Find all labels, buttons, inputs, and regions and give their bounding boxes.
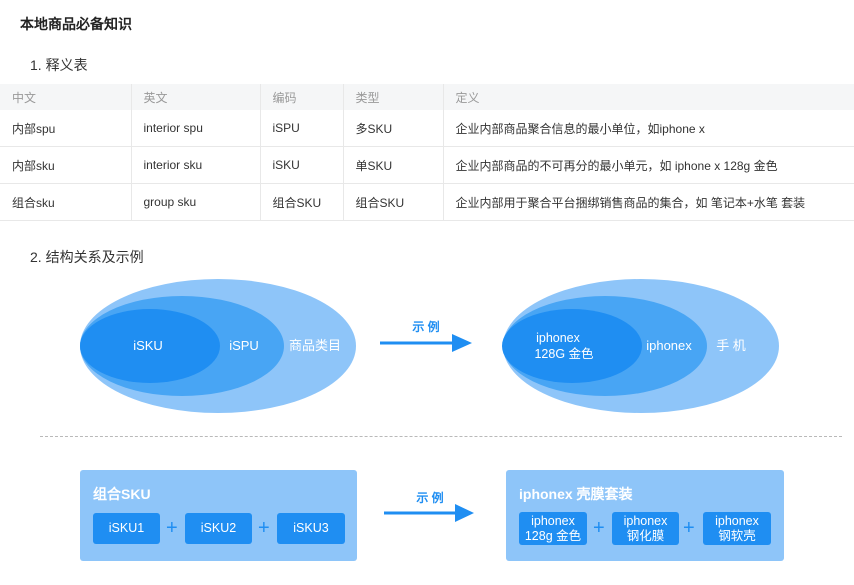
- cell-chinese: 内部spu: [0, 110, 131, 147]
- plus-icon: +: [258, 517, 270, 539]
- cell-type: 组合SKU: [342, 183, 443, 221]
- chip-line: iphonex: [531, 513, 575, 528]
- iphonex-film-chip: iphonex 钢化膜: [612, 512, 679, 545]
- arrow-top-label: 示 例: [411, 319, 439, 334]
- header-english: 英文: [130, 84, 260, 110]
- venn-right: iphonex 128G 金色 iphonex 手 机: [502, 279, 779, 413]
- venn-left-inner-label: iSKU: [133, 338, 163, 353]
- header-chinese: 中文: [0, 84, 131, 110]
- arrow-top: 示 例: [380, 319, 472, 352]
- iphonex-case-chip: iphonex 钢软壳: [703, 512, 771, 545]
- dashed-divider: [40, 436, 842, 437]
- chip-line: 钢软壳: [718, 528, 756, 543]
- isku2-chip: iSKU2: [185, 513, 252, 544]
- arrow-right-icon: [455, 504, 474, 522]
- chip-line: iphonex: [715, 513, 759, 528]
- table-row: 内部spu interior spu iSPU 多SKU 企业内部商品聚合信息的…: [0, 110, 854, 147]
- chip-line: iphonex: [623, 513, 668, 528]
- chip-line: 钢化膜: [626, 528, 665, 543]
- cell-chinese: 内部sku: [0, 146, 131, 184]
- venn-right-middle-label: iphonex: [646, 338, 692, 353]
- combo-sku-title: 组合SKU: [93, 486, 151, 502]
- table-header-row: 中文 英文 编码 类型 定义: [0, 84, 854, 110]
- header-type: 类型: [342, 84, 443, 110]
- cell-english: group sku: [130, 183, 260, 221]
- plus-icon: +: [166, 517, 178, 539]
- chip-line: 128g 金色: [524, 528, 582, 543]
- table-row: 组合sku group sku 组合SKU 组合SKU 企业内部用于聚合平台捆绑…: [0, 183, 854, 221]
- table-row: 内部sku interior sku iSKU 单SKU 企业内部商品的不可再分…: [0, 146, 854, 184]
- cell-definition: 企业内部用于聚合平台捆绑销售商品的集合，如 笔记本+水笔 套装: [442, 183, 854, 221]
- glossary-heading: 1. 释义表: [30, 57, 88, 73]
- venn-right-inner-label-2: 128G 金色: [534, 346, 594, 361]
- cell-type: 多SKU: [342, 110, 443, 147]
- cell-code: iSPU: [259, 110, 343, 147]
- header-code: 编码: [259, 84, 343, 110]
- header-definition: 定义: [442, 84, 854, 110]
- arrow-bottom-label: 示 例: [415, 490, 443, 505]
- iphonex-kit-title: iphonex 壳膜套装: [519, 486, 633, 502]
- venn-left-outer-label: 商品类目: [289, 338, 341, 353]
- venn-diagrams: iSKU iSPU 商品类目 示 例 iphonex 128G 金色 iphon…: [80, 279, 779, 413]
- venn-right-inner-label-1: iphonex: [536, 331, 581, 345]
- arrow-right-icon: [452, 334, 472, 352]
- page-title: 本地商品必备知识: [20, 16, 132, 32]
- arrow-bottom: 示 例: [384, 490, 474, 522]
- cell-type: 单SKU: [342, 146, 443, 184]
- cell-code: iSKU: [259, 146, 343, 184]
- venn-right-outer-label: 手 机: [716, 338, 746, 353]
- venn-left-middle-label: iSPU: [229, 338, 259, 353]
- iphonex-gold-chip: iphonex 128g 金色: [519, 512, 587, 545]
- isku3-chip: iSKU3: [277, 513, 345, 544]
- iphonex-kit-box: iphonex 壳膜套装 iphonex 128g 金色 + iphonex 钢…: [506, 470, 784, 561]
- isku1-chip: iSKU1: [93, 513, 160, 544]
- cell-english: interior spu: [130, 110, 260, 147]
- glossary-table: 中文 英文 编码 类型 定义 内部spu interior spu iSPU 多…: [0, 84, 854, 221]
- cell-code: 组合SKU: [259, 183, 343, 221]
- plus-icon: +: [593, 517, 605, 539]
- venn-right-inner-ellipse: [502, 309, 642, 383]
- venn-left: iSKU iSPU 商品类目: [80, 279, 356, 413]
- structure-heading: 2. 结构关系及示例: [30, 249, 144, 265]
- cell-english: interior sku: [130, 146, 260, 184]
- combo-sku-box: 组合SKU iSKU1 + iSKU2 + iSKU3: [80, 470, 357, 561]
- plus-icon: +: [683, 517, 695, 539]
- venn-left-inner-ellipse: [80, 309, 220, 383]
- cell-definition: 企业内部商品聚合信息的最小单位，如iphone x: [442, 110, 854, 147]
- cell-chinese: 组合sku: [0, 183, 131, 221]
- cell-definition: 企业内部商品的不可再分的最小单元，如 iphone x 128g 金色: [442, 146, 854, 184]
